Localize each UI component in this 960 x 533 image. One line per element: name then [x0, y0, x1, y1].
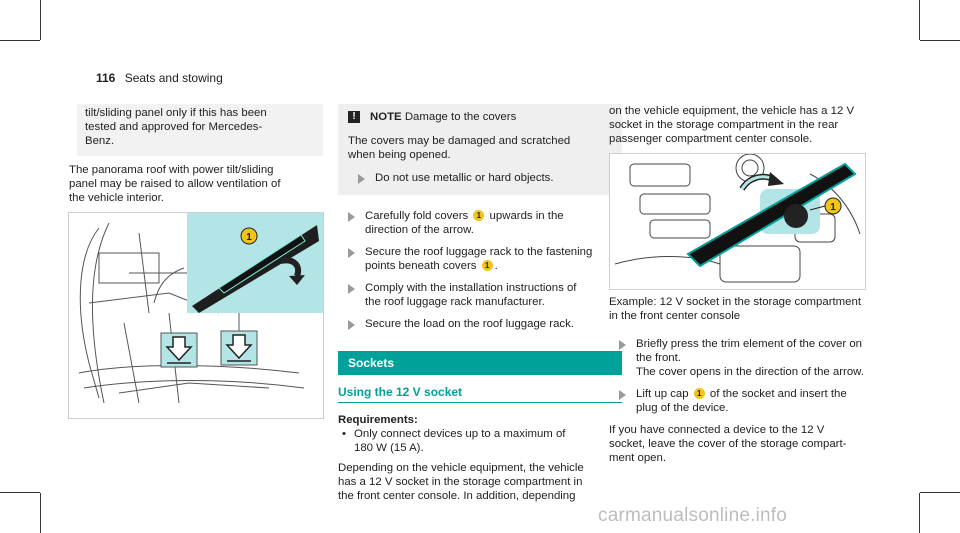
section-bar-sockets: Sockets [338, 351, 622, 375]
step-text: the front. [636, 352, 681, 364]
callout-badge: 1 [473, 210, 485, 222]
callout-1-label: 1 [830, 202, 836, 213]
socket-paragraph: Depending on the vehicle equipment, the … [338, 461, 622, 503]
note-line: tested and approved for Mercedes- [85, 121, 263, 133]
step-text: . [494, 260, 498, 272]
crop-mark [40, 0, 41, 40]
para-line: Depending on the vehicle equipment, the … [338, 462, 584, 474]
crop-mark [920, 40, 960, 41]
para-line: The panorama roof with power tilt/slidin… [69, 164, 274, 176]
continued-note: tilt/sliding panel only if this has been… [77, 104, 323, 156]
step-arrow-icon [358, 174, 365, 184]
para-line: the front center console. In addition, d… [338, 490, 576, 502]
roof-illustration: 1 [68, 212, 324, 419]
warning-icon: ! [348, 111, 360, 123]
para-line: socket, leave the cover of the storage c… [609, 438, 847, 450]
step-arrow-icon [348, 212, 355, 222]
crop-mark [919, 493, 920, 533]
panorama-paragraph: The panorama roof with power tilt/slidin… [69, 163, 323, 205]
note-label: NOTE [370, 111, 402, 123]
step-arrow-icon [348, 248, 355, 258]
note-body-line: when being opened. [348, 149, 451, 161]
note-step-text: Do not use metallic or hard objects. [375, 172, 554, 184]
open-arrow [280, 257, 302, 278]
requirement-item: • Only connect devices up to a maximum o… [342, 427, 622, 455]
note-step: Do not use metallic or hard objects. [358, 171, 612, 185]
step-text: upwards in the [489, 210, 564, 222]
step-comply: Comply with the installation instruction… [348, 281, 622, 309]
step-arrow-icon [348, 284, 355, 294]
step-arrow-icon [619, 340, 626, 350]
step-text: direction of the arrow. [365, 224, 474, 236]
note-line: tilt/sliding panel only if this has been [85, 107, 267, 119]
bullet-icon: • [342, 428, 346, 440]
step-text: of the socket and insert the [709, 388, 847, 400]
para-line: ment open. [609, 452, 666, 464]
step-secure-load: Secure the load on the roof luggage rack… [348, 317, 622, 331]
column-1: tilt/sliding panel only if this has been… [69, 104, 323, 205]
section-title: Seats and stowing [124, 71, 223, 85]
watermark: carmanualsonline.info [598, 505, 788, 526]
step-arrow-icon [348, 320, 355, 330]
para-line: If you have connected a device to the 12… [609, 424, 825, 436]
callout-1-label: 1 [246, 232, 252, 243]
console-drawing: 1 [614, 153, 861, 283]
step-secure-rack: Secure the roof luggage rack to the fast… [348, 245, 622, 273]
para-line: the vehicle interior. [69, 192, 164, 204]
subheading-12v-socket: Using the 12 V socket [338, 385, 622, 403]
column-3: on the vehicle equipment, the vehicle ha… [609, 104, 867, 146]
requirement-line: 180 W (15 A). [354, 442, 424, 454]
note-title: Damage to the covers [404, 111, 517, 123]
callout-badge: 1 [693, 388, 705, 400]
car-roof-drawing: 1 [78, 213, 323, 404]
page-number: 116 [96, 71, 116, 85]
crop-mark [0, 40, 40, 41]
console-illustration: 1 [609, 153, 866, 290]
para-line: panel may be raised to allow ventilation… [69, 178, 281, 190]
column-2: ! NOTE Damage to the covers The covers m… [338, 104, 622, 503]
step-text: Comply with the installation instruction… [365, 282, 577, 294]
step-text: Carefully fold covers [365, 210, 469, 222]
step-text: plug of the device. [636, 402, 729, 414]
socket-cover [686, 162, 857, 268]
callout-1 [240, 227, 258, 245]
para-line: on the vehicle equipment, the vehicle ha… [609, 105, 855, 117]
step-lift-cap: Lift up cap 1 of the socket and insert t… [619, 387, 867, 415]
requirements-label: Requirements: [338, 414, 418, 426]
column-3-lower: Example: 12 V socket in the storage comp… [609, 295, 867, 465]
step-text: the roof luggage rack manufacturer. [365, 296, 545, 308]
cover-open-paragraph: If you have connected a device to the 12… [609, 423, 867, 465]
step-fold-covers: Carefully fold covers 1 upwards in the d… [348, 209, 622, 237]
page-header: 116 Seats and stowing [96, 71, 223, 85]
step-text: Secure the roof luggage rack to the fast… [365, 246, 593, 258]
step-text: points beneath covers [365, 260, 477, 272]
para-line: passenger compartment center console. [609, 133, 813, 145]
step-text: Briefly press the trim element of the co… [636, 338, 863, 350]
note-line: Benz. [85, 135, 115, 147]
para-line: socket in the storage compartment in the… [609, 119, 839, 131]
crop-mark [920, 492, 960, 493]
para-line: has a 12 V socket in the storage compart… [338, 476, 583, 488]
caption-line: Example: 12 V socket in the storage comp… [609, 296, 861, 308]
note-box: ! NOTE Damage to the covers The covers m… [338, 104, 622, 195]
step-text: The cover opens in the direction of the … [636, 366, 864, 378]
step-text: Secure the load on the roof luggage rack… [365, 318, 574, 330]
crop-mark [919, 0, 920, 40]
callout-1 [824, 197, 842, 215]
requirement-line: Only connect devices up to a maximum of [354, 428, 566, 440]
step-press-trim: Briefly press the trim element of the co… [619, 337, 867, 379]
caption-line: in the front center console [609, 310, 741, 322]
step-text: Lift up cap [636, 388, 689, 400]
crop-mark [40, 493, 41, 533]
step-arrow-icon [619, 390, 626, 400]
callout-badge: 1 [481, 260, 493, 272]
crop-mark [0, 492, 40, 493]
note-body-line: The covers may be damaged and scratched [348, 135, 571, 147]
socket-cap [784, 204, 808, 228]
